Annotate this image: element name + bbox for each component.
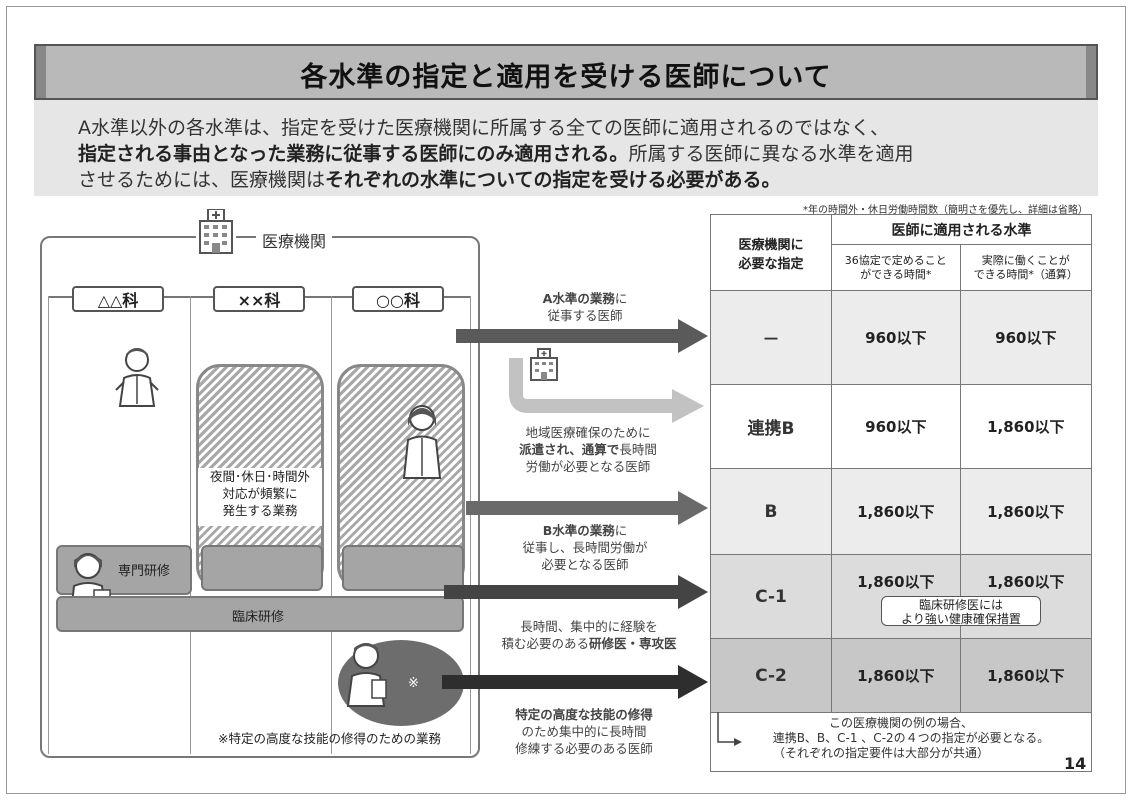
arrow-a-label: A水準の業務に従事する医師 (542, 291, 628, 323)
senior-doctor-icon (334, 640, 394, 712)
page-title: 各水準の指定と適用を受ける医師について (300, 62, 832, 93)
advanced-skill-mark: ※ (408, 676, 419, 691)
table-cell: 1,860以下 (959, 638, 1093, 713)
arrow-b-label: B水準の業務に 従事し、長時間労働が必要となる医師 (522, 523, 648, 572)
intro-line-3: させるためには、医療機関はそれぞれの水準についての指定を受ける必要がある。 (78, 169, 781, 191)
dept-line-4 (470, 296, 471, 754)
department-tab-1: △△科 (72, 286, 164, 312)
intro-line-1: A水準以外の各水準は、指定を受けた医療機関に所属する全ての医師に適用されるのでは… (78, 117, 890, 139)
intro-line-2: 指定される事由となった業務に従事する医師にのみ適用される。所属する医師に異なる水… (78, 143, 914, 165)
hospital-icon (196, 208, 236, 255)
intro-box: A水準以外の各水準は、指定を受けた医療機関に所属する全ての医師に適用されるのでは… (34, 100, 1098, 196)
title-bar: 各水準の指定と適用を受ける医師について (34, 44, 1098, 100)
levels-table: 医療機関に 必要な指定 医師に適用される水準 36協定で定めること ができる時間… (710, 214, 1093, 713)
table-cell: 1,860以下 (959, 468, 1093, 555)
department-tab-3: ○○科 (352, 286, 444, 312)
table-row-level: C-2 (710, 638, 832, 713)
table-cell: 1,860以下 (959, 384, 1093, 469)
clinical-resident-note: 臨床研修医には より強い健康確保措置 (881, 596, 1041, 626)
footnote-arrow-icon (716, 712, 744, 752)
night-work-label: 夜間･休日･時間外 対応が頻繁に 発生する業務 (198, 468, 322, 526)
arrow-renkei-label: 地域医療確保のために 派遣され、通算で長時間 労働が必要となる医師 (519, 425, 657, 474)
arrow-c2-label: 特定の高度な技能の修得のため集中的に長時間修練する必要のある医師 (515, 707, 653, 756)
table-row-level: C-1 (710, 554, 832, 639)
advanced-skill-note: ※特定の高度な技能の修得のための業務 (218, 731, 441, 746)
department-tab-2: ××科 (213, 286, 305, 312)
arrow-renkei-b (508, 358, 708, 428)
clinical-training-block (56, 596, 464, 632)
table-cell: 960以下 (959, 290, 1093, 385)
table-cell: 1,860以下 (831, 638, 961, 713)
header-36-agreement: 36協定で定めること ができる時間* (831, 244, 961, 291)
dept-line-1 (48, 296, 49, 754)
table-cell: 960以下 (831, 384, 961, 469)
header-actual-hours: 実際に働くことが できる時間*（通算） (959, 244, 1093, 291)
table-note: *年の時間外・休日労働時間数（簡明さを優先し、詳細は省略） (803, 205, 1088, 216)
clinical-training-label: 臨床研修 (232, 610, 285, 625)
table-cell: 960以下 (831, 290, 961, 385)
hospital-label: 医療機関 (256, 228, 333, 252)
table-footnote: この医療機関の例の場合、 連携B、B、C-1 、C-2の４つの指定が必要となる。… (710, 712, 1092, 772)
table-cell: 1,860以下 (831, 468, 961, 555)
dept-line-2 (190, 296, 191, 754)
table-row-level: 連携B (710, 384, 832, 469)
dept-line-3 (331, 296, 332, 754)
header-designation: 医療機関に 必要な指定 (710, 214, 832, 291)
arrow-c1-label: 長時間、集中的に経験を 積む必要のある研修医・専攻医 (501, 619, 677, 651)
slide-frame (6, 6, 1126, 794)
table-row-level: － (710, 290, 832, 385)
page-number: 14 (1064, 754, 1087, 773)
hospital-icon-small (528, 348, 560, 386)
training-block-3 (342, 545, 464, 591)
table-row-level: B (710, 468, 832, 555)
doctor-icon (112, 346, 162, 416)
header-applied-level: 医師に適用される水準 (831, 214, 1092, 245)
training-block-2 (201, 545, 323, 591)
specialist-training-label: 専門研修 (118, 564, 171, 579)
female-doctor-icon (392, 400, 452, 484)
